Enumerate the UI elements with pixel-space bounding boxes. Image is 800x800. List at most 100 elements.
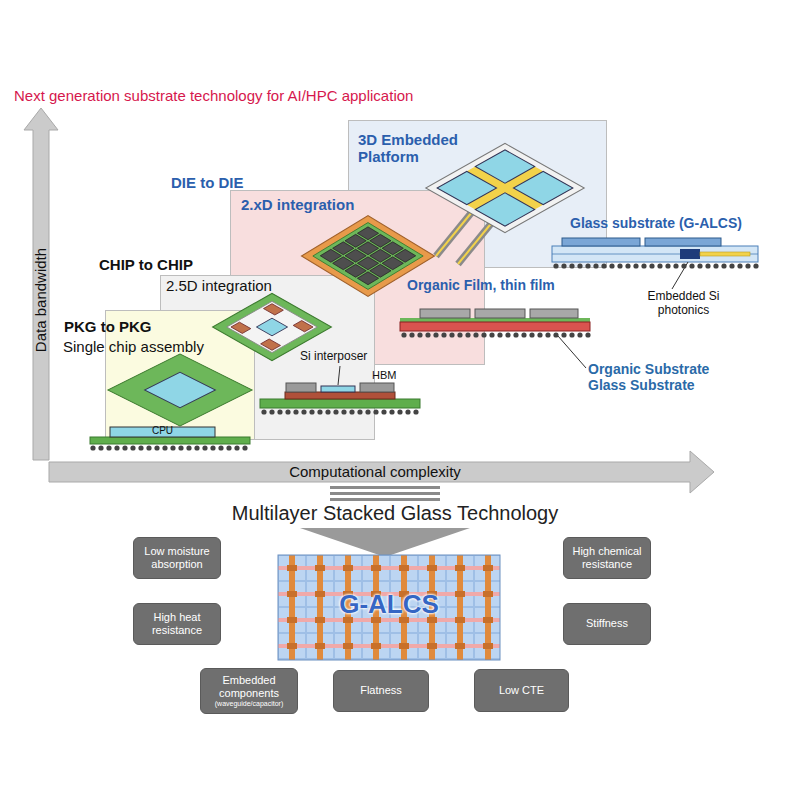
section-heading: Multilayer Stacked Glass Technology bbox=[170, 502, 620, 525]
drawn-stroke bbox=[146, 445, 151, 450]
property-text: Low CTE bbox=[499, 684, 544, 697]
drawn-stroke bbox=[269, 409, 274, 414]
drawn-stroke bbox=[561, 263, 566, 268]
drawn-stroke bbox=[106, 445, 111, 450]
drawn-stroke bbox=[449, 332, 454, 337]
drawn-stroke bbox=[465, 332, 470, 337]
drawn-stroke bbox=[753, 263, 758, 268]
drawn-stroke bbox=[505, 332, 510, 337]
drawn-stroke bbox=[202, 445, 207, 450]
drawn-stroke bbox=[617, 263, 622, 268]
part-label: CPU bbox=[110, 425, 215, 437]
drawn-stroke bbox=[649, 263, 654, 268]
drawn-stroke bbox=[381, 409, 386, 414]
drawn-stroke bbox=[681, 263, 686, 268]
property-text: Flatness bbox=[360, 684, 402, 697]
property-box: Stiffness bbox=[563, 603, 651, 645]
drawn-stroke bbox=[585, 263, 590, 268]
drawn-stroke bbox=[577, 263, 582, 268]
drawn-stroke bbox=[170, 445, 175, 450]
drawn-stroke bbox=[325, 409, 330, 414]
drawn-stroke bbox=[625, 263, 630, 268]
drawn-stroke bbox=[665, 263, 670, 268]
drawn-stroke bbox=[633, 263, 638, 268]
drawn-stroke bbox=[90, 445, 95, 450]
drawn-stroke bbox=[242, 445, 247, 450]
panel-heading: 3D Embedded Platform bbox=[358, 131, 483, 166]
drawn-stroke bbox=[98, 445, 103, 450]
drawn-stroke bbox=[745, 263, 750, 268]
diagram-title: Next generation substrate technology for… bbox=[14, 87, 413, 104]
panel-subtitle: 2.xD integration bbox=[241, 196, 354, 213]
drawn-stroke bbox=[657, 263, 662, 268]
drawn-stroke bbox=[641, 263, 646, 268]
drawn-stroke bbox=[577, 332, 582, 337]
drawn-stroke bbox=[585, 332, 590, 337]
drawn-stroke bbox=[521, 332, 526, 337]
axis-label: Data bandwidth bbox=[32, 248, 49, 352]
part-label: Embedded Si photonics bbox=[626, 290, 741, 318]
drawn-stroke bbox=[697, 263, 702, 268]
drawn-stroke bbox=[425, 332, 430, 337]
property-box: Flatness bbox=[333, 670, 429, 712]
stack-label: G-ALCS bbox=[278, 590, 500, 620]
drawn-stroke bbox=[317, 409, 322, 414]
drawn-stroke bbox=[497, 332, 502, 337]
drawn-stroke bbox=[401, 332, 406, 337]
property-text: Embedded components bbox=[206, 674, 292, 700]
drawn-stroke bbox=[489, 332, 494, 337]
part-label: Organic Substrate Glass Substrate bbox=[588, 361, 738, 393]
drawn-stroke bbox=[737, 263, 742, 268]
drawn-stroke bbox=[130, 445, 135, 450]
drawn-stroke bbox=[729, 263, 734, 268]
drawn-stroke bbox=[162, 445, 167, 450]
property-text: Stiffness bbox=[586, 617, 628, 630]
drawn-stroke bbox=[365, 409, 370, 414]
drawn-stroke bbox=[405, 409, 410, 414]
drawn-stroke bbox=[389, 409, 394, 414]
drawn-stroke bbox=[417, 332, 422, 337]
drawn-stroke bbox=[226, 445, 231, 450]
part-label: Si interposer bbox=[300, 350, 367, 364]
drawn-stroke bbox=[609, 263, 614, 268]
drawn-stroke bbox=[673, 263, 678, 268]
drawn-stroke bbox=[593, 263, 598, 268]
drawn-stroke bbox=[513, 332, 518, 337]
drawn-stroke bbox=[441, 332, 446, 337]
drawn-stroke bbox=[705, 263, 710, 268]
part-label: Glass substrate (G-ALCS) bbox=[570, 215, 742, 231]
property-box: Low moisture absorption bbox=[133, 537, 221, 579]
property-text: High heat resistance bbox=[139, 611, 215, 637]
drawn-stroke bbox=[277, 409, 282, 414]
drawn-stroke bbox=[689, 263, 694, 268]
drawn-stroke bbox=[569, 332, 574, 337]
drawn-stroke bbox=[537, 332, 542, 337]
panel-heading: CHIP to CHIP bbox=[99, 256, 193, 273]
part-label: HBM bbox=[372, 369, 396, 382]
property-box: Low CTE bbox=[474, 669, 569, 712]
panel-subtitle: Single chip assembly bbox=[63, 338, 204, 355]
drawn-stroke bbox=[561, 332, 566, 337]
property-box: High heat resistance bbox=[133, 603, 221, 645]
axis-label: Computational complexity bbox=[250, 463, 500, 480]
drawn-stroke bbox=[154, 445, 159, 450]
drawn-stroke bbox=[357, 409, 362, 414]
drawn-stroke bbox=[357, 272, 378, 285]
drawn-stroke bbox=[178, 445, 183, 450]
drawn-stroke bbox=[713, 263, 718, 268]
property-text: Low moisture absorption bbox=[139, 545, 215, 571]
property-box: High chemical resistance bbox=[563, 537, 651, 579]
panel-subtitle: 2.5D integration bbox=[166, 277, 272, 294]
property-note: (waveguide/capacitor) bbox=[215, 700, 283, 708]
drawn-stroke bbox=[138, 445, 143, 450]
drawn-stroke bbox=[210, 445, 215, 450]
drawn-stroke bbox=[473, 332, 478, 337]
drawn-stroke bbox=[413, 409, 418, 414]
drawn-stroke bbox=[529, 332, 534, 337]
drawn-stroke bbox=[569, 263, 574, 268]
property-text: High chemical resistance bbox=[569, 545, 645, 571]
drawn-stroke bbox=[261, 409, 266, 414]
drawn-stroke bbox=[601, 263, 606, 268]
